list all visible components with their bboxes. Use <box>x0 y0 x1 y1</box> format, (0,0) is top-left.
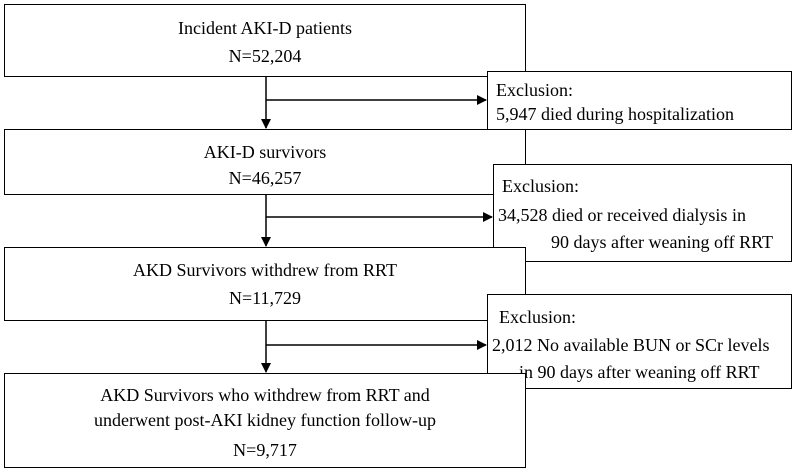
step2-count: N=46,257 <box>228 168 302 188</box>
exclusion3-line1: 2,012 No available BUN or SCr levels <box>492 335 770 355</box>
step4-title-line1: AKD Survivors who withdrew from RRT and <box>100 385 430 405</box>
exclusion2-box: Exclusion: 34,528 died or received dialy… <box>493 164 792 262</box>
exclusion3-header: Exclusion: <box>499 307 576 327</box>
exclusion2-line1: 34,528 died or received dialysis in <box>498 205 746 225</box>
step1-count: N=52,204 <box>228 46 302 66</box>
step3-box: AKD Survivors withdrew from RRT N=11,729 <box>4 247 526 321</box>
step3-title: AKD Survivors withdrew from RRT <box>133 260 397 280</box>
exclusion2-header: Exclusion: <box>502 176 579 196</box>
step4-box: AKD Survivors who withdrew from RRT and … <box>4 373 526 468</box>
step3-count: N=11,729 <box>229 288 301 308</box>
step2-box: AKI-D survivors N=46,257 <box>4 129 526 195</box>
exclusion1-box: Exclusion: 5,947 died during hospitaliza… <box>487 71 792 130</box>
step4-count: N=9,717 <box>233 440 297 460</box>
step2-title: AKI-D survivors <box>203 142 327 162</box>
step1-title: Incident AKI-D patients <box>178 18 352 38</box>
step1-box: Incident AKI-D patients N=52,204 <box>4 4 526 77</box>
exclusion1-line1: 5,947 died during hospitalization <box>496 104 734 124</box>
exclusion3-line2: in 90 days after weaning off RRT <box>519 362 760 382</box>
exclusion2-line2: 90 days after weaning off RRT <box>551 232 774 252</box>
exclusion1-header: Exclusion: <box>496 80 573 100</box>
step4-title-line2: underwent post-AKI kidney function follo… <box>94 410 436 430</box>
exclusion3-box: Exclusion: 2,012 No available BUN or SCr… <box>487 294 792 389</box>
